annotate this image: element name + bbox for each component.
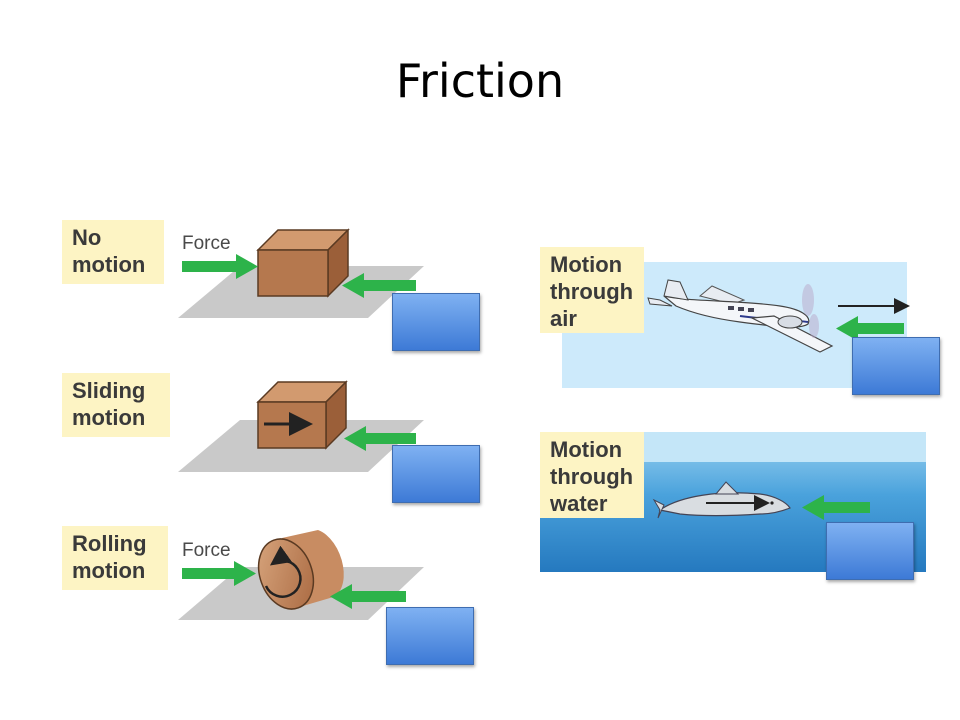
rolling-motion-label: Rolling motion xyxy=(62,526,168,590)
answer-box-sliding-motion[interactable] xyxy=(392,445,480,503)
sliding-motion-illustration xyxy=(178,380,424,472)
rolling-motion-force-label: Force xyxy=(182,540,231,561)
force-arrow-icon xyxy=(182,254,258,279)
force-arrow-icon xyxy=(182,561,256,586)
slide-title: Friction xyxy=(395,54,565,108)
friction-arrow-icon xyxy=(342,273,416,298)
friction-arrow-icon xyxy=(330,584,406,609)
wooden-box xyxy=(256,228,350,298)
sliding-motion-label: Sliding motion xyxy=(62,373,170,437)
no-motion-label: No motion xyxy=(62,220,164,284)
friction-arrow-icon xyxy=(836,316,904,341)
friction-arrow-icon xyxy=(802,495,870,520)
no-motion-force-label: Force xyxy=(182,233,231,254)
answer-box-water[interactable] xyxy=(826,522,914,580)
friction-arrow-icon xyxy=(344,426,416,451)
cylinder xyxy=(257,530,344,610)
answer-box-no-motion[interactable] xyxy=(392,293,480,351)
water-label: Motion through water xyxy=(540,432,644,518)
no-motion-illustration xyxy=(178,228,424,318)
wooden-box xyxy=(256,380,348,450)
answer-box-rolling-motion[interactable] xyxy=(386,607,474,665)
rolling-motion-illustration xyxy=(178,530,424,620)
answer-box-air[interactable] xyxy=(852,337,940,395)
airplane-icon xyxy=(647,279,834,353)
air-label: Motion through air xyxy=(540,247,644,333)
